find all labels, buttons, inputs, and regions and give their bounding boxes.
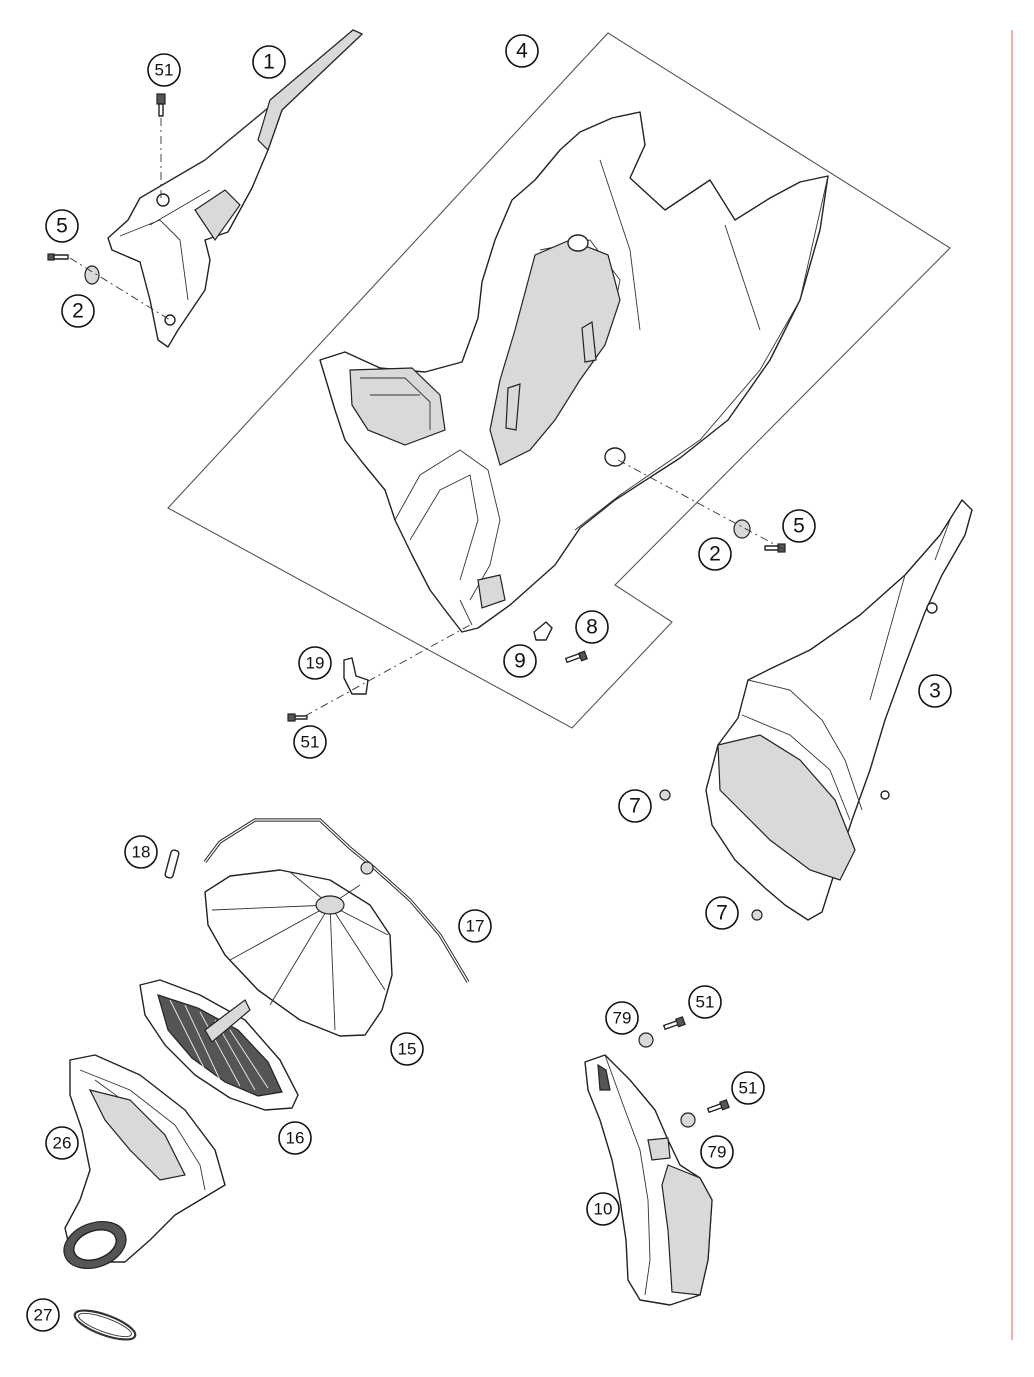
svg-text:79: 79 [708,1143,727,1162]
callout-27: 27 [26,1298,60,1332]
svg-text:4: 4 [516,40,528,63]
svg-text:7: 7 [629,795,641,818]
svg-text:2: 2 [709,543,721,566]
svg-text:7: 7 [716,902,728,925]
callout-2: 2 [698,537,732,571]
bracket-19 [343,657,369,695]
svg-text:26: 26 [53,1134,72,1153]
bolt-8 [565,650,588,663]
svg-text:1: 1 [263,51,275,74]
svg-text:16: 16 [286,1129,305,1148]
callout-4: 4 [505,34,539,68]
intake-boot-26 [63,1054,226,1269]
svg-text:2: 2 [72,300,84,323]
washer-2-left [84,265,100,285]
callout-5: 5 [782,509,816,543]
svg-text:79: 79 [613,1009,632,1028]
pin-18 [164,849,180,879]
callout-16: 16 [278,1121,312,1155]
svg-text:15: 15 [398,1040,417,1059]
callout-2: 2 [61,294,95,328]
callout-8: 8 [575,610,609,644]
bolt-51-top [156,93,166,117]
callout-79: 79 [605,1001,639,1035]
callout-17: 17 [458,909,492,943]
screw-7-lower [751,909,763,921]
bolt-51-lower [287,713,308,722]
bolt-51-lower-right [707,1099,730,1113]
svg-text:51: 51 [301,733,320,752]
svg-text:19: 19 [306,654,325,673]
svg-text:5: 5 [56,215,68,238]
callout-79: 79 [700,1135,734,1169]
callout-19: 19 [298,646,332,680]
callout-9: 9 [503,644,537,678]
part-airbox [319,111,829,633]
callout-26: 26 [45,1126,79,1160]
svg-text:27: 27 [34,1306,53,1325]
svg-text:8: 8 [586,616,598,639]
hose-clamp-27 [73,1309,137,1341]
callout-51: 51 [293,725,327,759]
assembly-frame [167,32,951,729]
filter-dome-15 [204,869,393,1037]
svg-text:5: 5 [793,515,805,538]
part-side-rail [107,29,364,348]
svg-text:51: 51 [696,993,715,1012]
washer-2-right [733,519,751,539]
svg-text:17: 17 [466,917,485,936]
callout-51: 51 [147,53,181,87]
callout-10: 10 [586,1192,620,1226]
screw-7-upper [659,789,671,801]
callout-1: 1 [252,45,286,79]
washer-79-lower [680,1112,696,1128]
callout-3: 3 [918,674,952,708]
svg-text:10: 10 [594,1200,613,1219]
svg-text:51: 51 [155,61,174,80]
callout-51: 51 [688,985,722,1019]
bolt-51-upper-right [663,1016,686,1030]
callout-15: 15 [390,1032,424,1066]
clip-9 [533,621,553,641]
air-filter-16 [139,979,299,1111]
callout-5: 5 [45,209,79,243]
intake-snorkel-10 [584,1054,713,1306]
svg-text:18: 18 [132,843,151,862]
washer-79-upper [638,1032,654,1048]
callout-18: 18 [124,835,158,869]
callout-7: 7 [618,789,652,823]
svg-text:3: 3 [929,680,941,703]
bolt-5-left [47,253,69,261]
svg-text:51: 51 [739,1079,758,1098]
part-side-panel [705,499,973,921]
callout-7: 7 [705,896,739,930]
svg-text:9: 9 [514,650,526,673]
callout-51: 51 [731,1071,765,1105]
